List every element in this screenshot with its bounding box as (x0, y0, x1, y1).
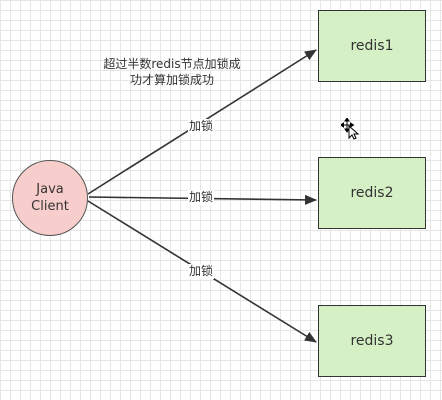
edge-label-redis1: 加锁 (188, 119, 215, 134)
client-label-line-1: Java (36, 182, 64, 197)
edge-label-redis2: 加锁 (188, 190, 215, 205)
redis1-node[interactable]: redis1 (318, 10, 426, 82)
redis3-node[interactable]: redis3 (318, 305, 426, 377)
edge-label-redis3: 加锁 (188, 264, 215, 279)
java-client-node[interactable]: Java Client (12, 160, 88, 236)
move-cursor-icon (341, 118, 360, 140)
majority-lock-note: 超过半数redis节点加锁成 功才算加锁成功 (86, 56, 258, 88)
redis1-label: redis1 (350, 38, 394, 54)
note-line-2: 功才算加锁成功 (129, 73, 214, 87)
redis3-label: redis3 (350, 333, 394, 349)
note-line-1: 超过半数redis节点加锁成 (103, 57, 241, 71)
client-label-line-2: Client (31, 199, 69, 214)
redis2-node[interactable]: redis2 (318, 157, 426, 229)
redis2-label: redis2 (350, 185, 394, 201)
